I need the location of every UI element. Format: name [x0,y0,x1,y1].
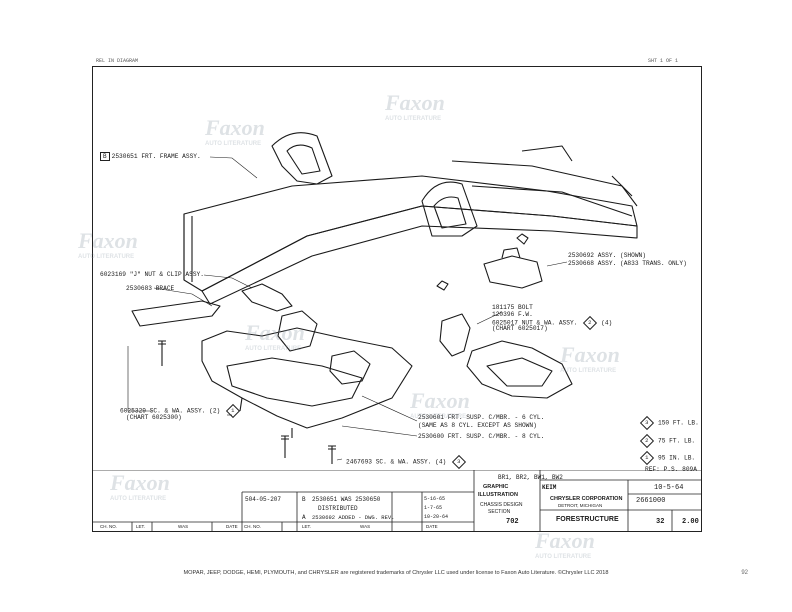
tb-change-text-a: 2530692 ADDED - DWG. REV. [312,514,395,521]
ref-diamond-3: 3 [451,454,467,470]
bolt-qty: (4) [601,319,613,327]
tb-change-letter-b: B [302,496,306,503]
callout-sc-bottom: 2467693 SC. & WA. ASSY. (4) 3 [346,454,470,470]
callout-mount-shown: 2530692 ASSY. (SHOWN) [568,252,646,259]
callout-j-nut: 6023169 "J" NUT & CLIP ASSY. [100,271,204,278]
tb-change-date-1: 5-16-65 [424,496,446,502]
tb-section-no: 702 [506,518,519,526]
tb-company-sub: DETROIT, MICHIGAN [558,503,603,508]
tb-col-1: CH. NO. [100,524,118,529]
tb-change-dist: DISTRIBUTED [318,505,358,512]
sheet-header-left: REL IN DIAGRAM [96,58,139,64]
tb-company: CHRYSLER CORPORATION [550,496,623,502]
sc-wa-label: 6025329 SC. & WA. ASSY. (2) [120,407,221,415]
ref-diamond-2: 2 [583,315,598,331]
callout-susp-6cyl: 2530601 FRT. SUSP. C/MBR. - 6 CYL. [418,414,545,421]
tb-change-text-b: 2530651 WAS 2530650 [312,496,381,503]
tb-col-7: WAS [360,524,371,529]
callout-susp-8cyl: 2530600 FRT. SUSP. C/MBR. - 8 CYL. [418,433,545,440]
tb-date: 10-5-64 [654,484,684,492]
tb-sheet-size: 32 [656,518,665,526]
trademark-footer: MOPAR, JEEP, DODGE, HEMI, PLYMOUTH, and … [183,570,609,576]
callout-bolt-4: (CHART 6025017) [492,325,548,332]
ref-note: REF: P.S. 809A [645,466,697,473]
tb-col-6: LET. [302,524,312,529]
sheet-header-right: SHT 1 OF 1 [648,58,679,64]
tb-col-2: LET. [136,524,146,529]
frame-code-box: B [100,152,110,161]
tb-change-date-2: 1-7-65 [424,505,443,511]
tb-illustration: ILLUSTRATION [478,492,518,498]
tb-models: BR1, BR2, BW1, BW2 [498,474,563,481]
watermark-logo: Faxon AUTO LITERATURE [535,528,595,560]
frame-illustration [127,132,638,464]
torque-ref-icon: 3 [639,415,655,431]
callout-bolt-2: 120396 F.W. [492,311,533,318]
tb-rev: 2.00 [682,518,699,526]
bolt-3-label: 6025017 NUT & WA. ASSY. [492,319,578,327]
frame-assy-label: 2530651 FRT. FRAME ASSY. [111,153,201,160]
title-block-grid [92,470,702,532]
tb-col-4: DATE [226,524,238,529]
torque-value: 75 FT. LB. [658,437,696,445]
tb-col-5: CH. NO. [244,524,262,529]
callout-sc-wa: 6025329 SC. & WA. ASSY. (2) 1 [120,403,244,419]
tb-change-letter-a: A [302,514,306,521]
callout-bolt-1: 181175 BOLT [492,304,533,311]
callout-susp-note: (SAME AS 8 CYL. EXCEPT AS SHOWN) [418,422,537,429]
tb-drawn-by: KEIM [542,484,557,491]
torque-value: 150 FT. LB. [658,419,699,427]
tb-section: SECTION [488,509,511,515]
tb-change-date-3: 10-20-64 [424,514,449,520]
callout-sc-wa-chart: (CHART 6025300) [126,414,182,421]
callout-bolt-3: 6025017 NUT & WA. ASSY. 2(4) [492,315,613,331]
ref-diamond-1: 1 [225,403,241,419]
tb-part-no: 2661000 [636,497,666,505]
tb-col-8: DATE [426,524,438,529]
drawing-sheet [92,66,702,532]
torque-ref-icon: 2 [639,433,655,449]
tb-col-3: WAS [178,524,189,529]
tb-chassis: CHASSIS DESIGN [480,502,523,508]
torque-value: 95 IN. LB. [658,454,696,462]
torque-ref-icon: 1 [639,450,655,466]
callout-brace: 2530683 BRACE [126,285,175,292]
tb-title: FORESTRUCTURE [556,516,619,523]
page-number: 92 [741,570,748,576]
sc-bottom-label: 2467693 SC. & WA. ASSY. (4) [346,458,447,466]
callout-mount-a833: 2530668 ASSY. (A833 TRANS. ONLY) [568,260,687,267]
tb-change-no: 504-05-207 [245,496,282,503]
tb-graphic: GRAPHIC [483,484,509,490]
